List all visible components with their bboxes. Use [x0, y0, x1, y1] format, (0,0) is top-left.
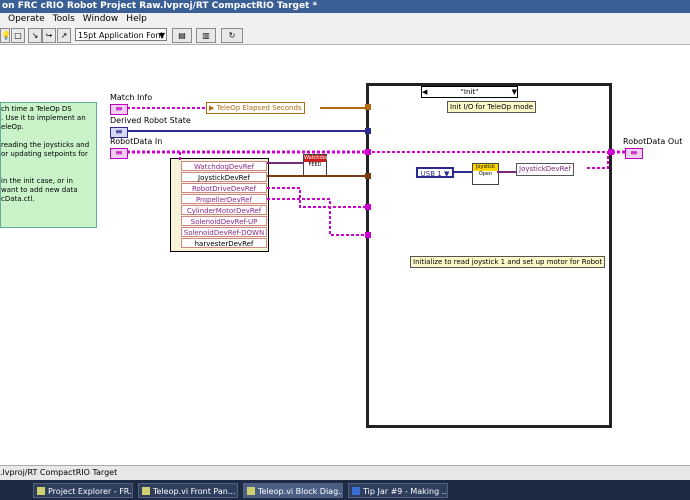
menu-help[interactable]: Help [126, 14, 147, 24]
case-selector-value: "Init" [460, 88, 479, 96]
taskbar-item[interactable]: Teleop.vi Block Diag... [243, 483, 343, 498]
taskbar-item[interactable]: Tip Jar #9 - Making ... [348, 483, 448, 498]
unbundle-item[interactable]: WatchdogDevRef [181, 161, 267, 171]
retain-wire-icon[interactable]: □ [11, 28, 25, 43]
play-icon: ▶ [209, 104, 215, 112]
feed-vi-label: FEED [308, 162, 322, 168]
feed-vi-header: Watchdog [304, 155, 329, 162]
step-into-icon[interactable]: ↘ [28, 28, 42, 43]
tunnel [365, 232, 371, 238]
unbundle-item[interactable]: PropellerDevRef [181, 194, 267, 204]
unbundle-item[interactable]: harvesterDevRef [181, 238, 267, 248]
tunnel [608, 149, 614, 155]
propeller-wire [267, 198, 368, 236]
status-bar: .lvproj/RT CompactRIO Target [0, 465, 690, 480]
unbundle-item[interactable]: SolenoidDevRef-UP [181, 216, 267, 226]
toolbar: 💡 □ ↘ ↪ ↗ 15pt Application Font▼ ▤ ▥ ↻ [0, 26, 690, 45]
app-icon [247, 487, 255, 495]
font-select-value: 15pt Application Font [78, 31, 164, 40]
elapsed-seconds-node[interactable]: ▶ TeleOp Elapsed Seconds [206, 102, 305, 114]
unbundle-item[interactable]: JoystickDevRef [181, 172, 267, 182]
usb-value: USB 1 [420, 170, 442, 178]
taskbar: Project Explorer - FR... Teleop.vi Front… [0, 480, 690, 500]
taskbar-item-label: Project Explorer - FR... [48, 487, 133, 496]
tunnel [365, 173, 371, 179]
match-info-terminal[interactable]: ▦▦ [110, 104, 128, 115]
highlight-icon[interactable]: 💡 [0, 28, 11, 43]
step-over-icon[interactable]: ↪ [42, 28, 56, 43]
chevron-down-icon[interactable]: ▼ [511, 88, 517, 96]
derived-state-terminal[interactable]: ▦▦ [110, 127, 128, 138]
browser-icon [352, 487, 360, 495]
menu-bar: Operate Tools Window Help [0, 13, 690, 26]
case-prev-icon[interactable]: ◀ [422, 88, 428, 96]
comment-note: ch time a TeleOp DS . Use it to implemen… [0, 102, 97, 228]
unbundle-by-name[interactable]: WatchdogDevRef JoystickDevRef RobotDrive… [170, 158, 269, 252]
drive-wire [267, 187, 368, 208]
font-select[interactable]: 15pt Application Font▼ [75, 28, 167, 41]
open-vi-header: Joystick [473, 164, 498, 171]
taskbar-item-label: Teleop.vi Front Pan... [153, 487, 236, 496]
joystick-open-vi[interactable]: Joystick Open [472, 163, 499, 185]
taskbar-item[interactable]: Project Explorer - FR... [33, 483, 133, 498]
usb-constant[interactable]: USB 1 ▼ [416, 167, 454, 178]
window-title: on FRC cRIO Robot Project Raw.lvproj/RT … [0, 0, 690, 13]
case-structure[interactable] [366, 83, 612, 428]
robotdata-out-terminal[interactable]: ▦▦ [625, 148, 643, 159]
case-selector[interactable]: ◀ "Init" ▼ [421, 86, 518, 98]
taskbar-item-label: Teleop.vi Block Diag... [258, 487, 343, 496]
tunnel [365, 204, 371, 210]
robotdata-in-label: RobotData In [110, 137, 163, 146]
unbundle-item[interactable]: RobotDriveDevRef [181, 183, 267, 193]
taskbar-item-label: Tip Jar #9 - Making ... [363, 487, 448, 496]
app-icon [37, 487, 45, 495]
unbundle-item[interactable]: SolenoidDevRef-DOWN [181, 227, 267, 237]
tunnel [365, 128, 371, 134]
bundle-label: JoystickDevRef [519, 165, 571, 173]
chevron-down-icon: ▼ [158, 31, 165, 40]
menu-window[interactable]: Window [82, 14, 119, 24]
derived-robot-state-label: Derived Robot State [110, 116, 191, 125]
robotdata-case-wire [372, 151, 609, 169]
elapsed-seconds-label: TeleOp Elapsed Seconds [216, 104, 302, 112]
case-note: Init I/O for TeleOp mode [447, 101, 537, 113]
menu-tools[interactable]: Tools [52, 14, 75, 24]
bundle-by-name[interactable]: JoystickDevRef [516, 163, 574, 176]
unbundle-item[interactable]: CylinderMotorDevRef [181, 205, 267, 215]
init-note: Initialize to read joystick 1 and set up… [410, 256, 606, 268]
align-objects-icon[interactable]: ▤ [172, 28, 192, 43]
tunnel [365, 104, 371, 110]
taskbar-item[interactable]: Teleop.vi Front Pan... [138, 483, 238, 498]
open-vi-label: Open [478, 171, 493, 177]
step-out-icon[interactable]: ↗ [57, 28, 71, 43]
menu-operate[interactable]: Operate [8, 14, 45, 24]
distribute-objects-icon[interactable]: ▥ [196, 28, 216, 43]
reorder-icon[interactable]: ↻ [221, 28, 243, 43]
app-icon [142, 487, 150, 495]
tunnel [365, 149, 371, 155]
match-info-label: Match Info [110, 93, 153, 102]
robotdata-out-label: RobotData Out [623, 137, 683, 146]
